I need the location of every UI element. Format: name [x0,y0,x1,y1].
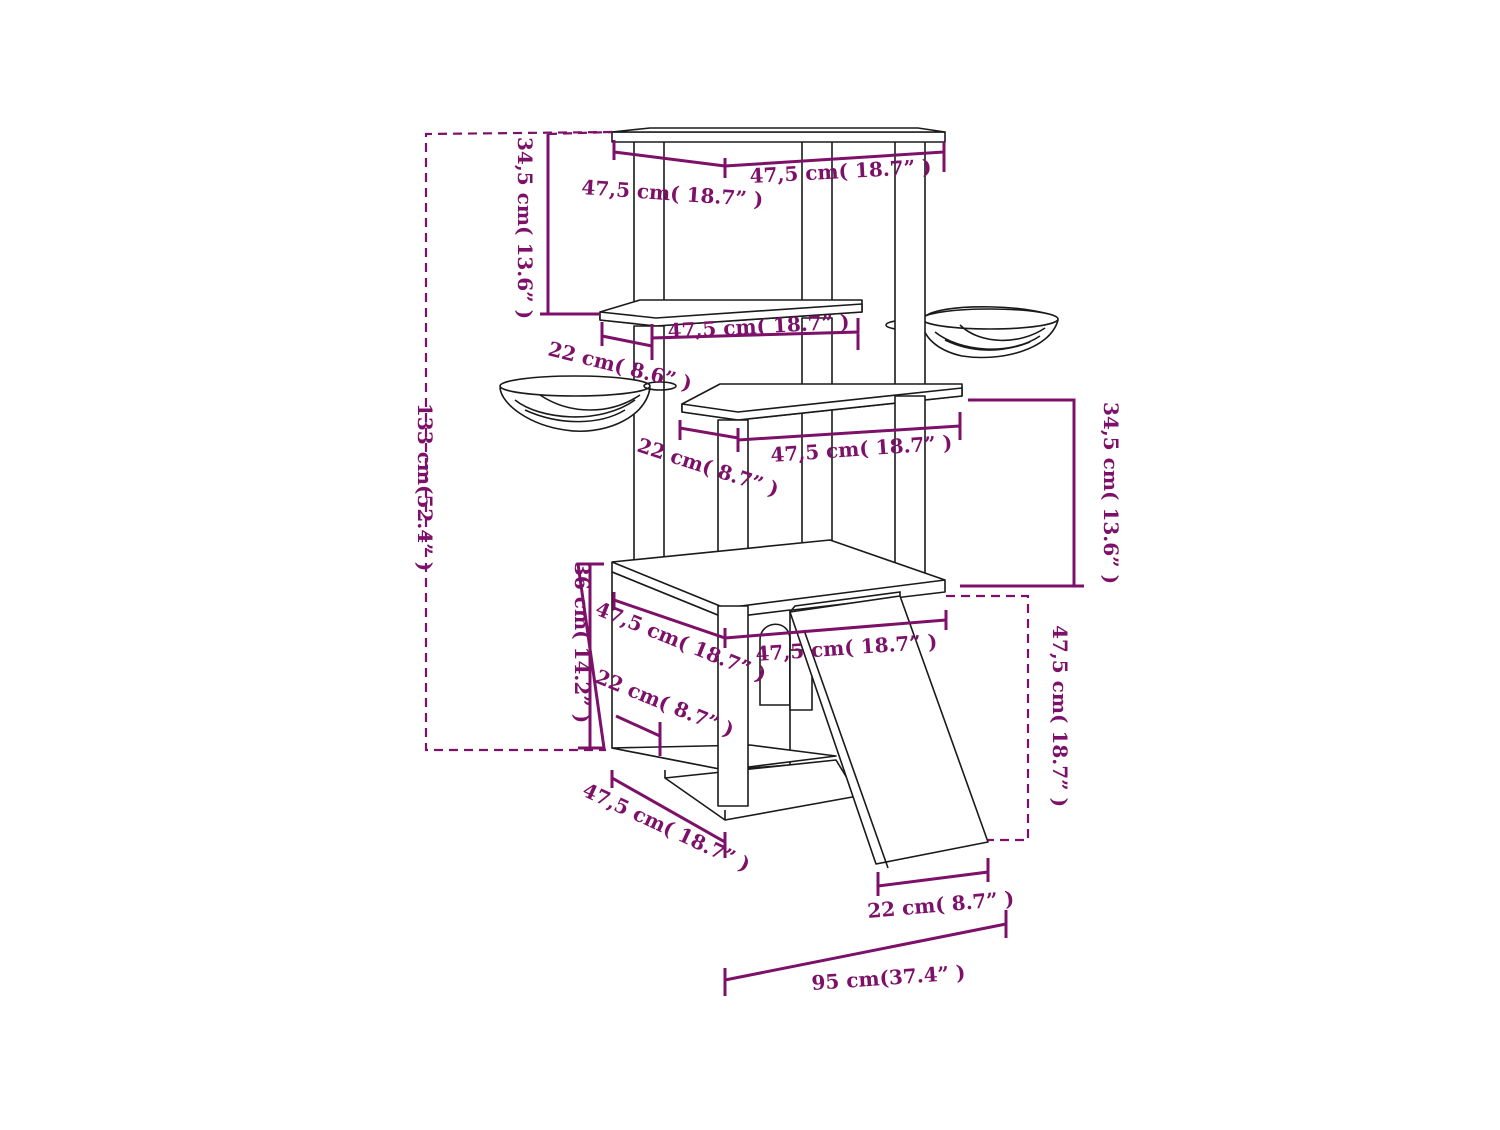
condo-house [611,539,946,821]
dim-ramp-width [876,858,990,896]
post-house-front [717,605,749,807]
label-middle-section-height: 34,5 cm( 13.6” ) [1099,402,1123,584]
dim-house-top [724,610,948,640]
post-front-left-top [633,139,665,316]
upper-platform [599,299,863,327]
cat-tree-outline [499,127,1059,869]
label-total-height: 133 cm(52.4” ) [413,403,437,571]
label-ramp-width: 22 cm( 8.7” ) [866,886,1015,923]
label-house-height: 36 cm( 14.2” ) [570,562,594,723]
dash-top-ext [547,130,613,136]
dim-top-section-height [540,134,600,316]
middle-platform [681,383,963,421]
dash-ramp-height [946,594,1030,842]
post-right-lower [894,395,926,583]
dim-house-height [576,562,606,750]
dim-top-depth [724,142,946,172]
dim-base-depth [610,770,727,858]
dim-house-front [612,592,727,648]
dimension-lines [424,130,1084,996]
label-total-width: 95 cm(37.4” ) [811,960,967,995]
dash-total-height [424,130,613,752]
top-platform [611,127,946,143]
dim-top-width [612,140,727,178]
label-top-section-height: 34,5 cm( 13.6” ) [513,137,537,319]
ramp [789,591,989,869]
label-top-width: 47,5 cm( 18.7” ) [581,175,764,212]
hammock-left [499,375,677,432]
dim-house-inner [615,714,662,756]
post-back-left [801,139,833,306]
dim-middle-depth [678,420,740,452]
post-left-lower [633,325,665,563]
hammock-right [921,306,1059,359]
label-ramp-height: 47,5 cm( 18.7” ) [1048,625,1072,807]
dim-middle-height [960,398,1084,588]
dim-total-width [723,910,1008,996]
post-back-mid [801,317,833,547]
dim-upper-depth [600,322,654,360]
dim-middle-width [737,412,962,442]
